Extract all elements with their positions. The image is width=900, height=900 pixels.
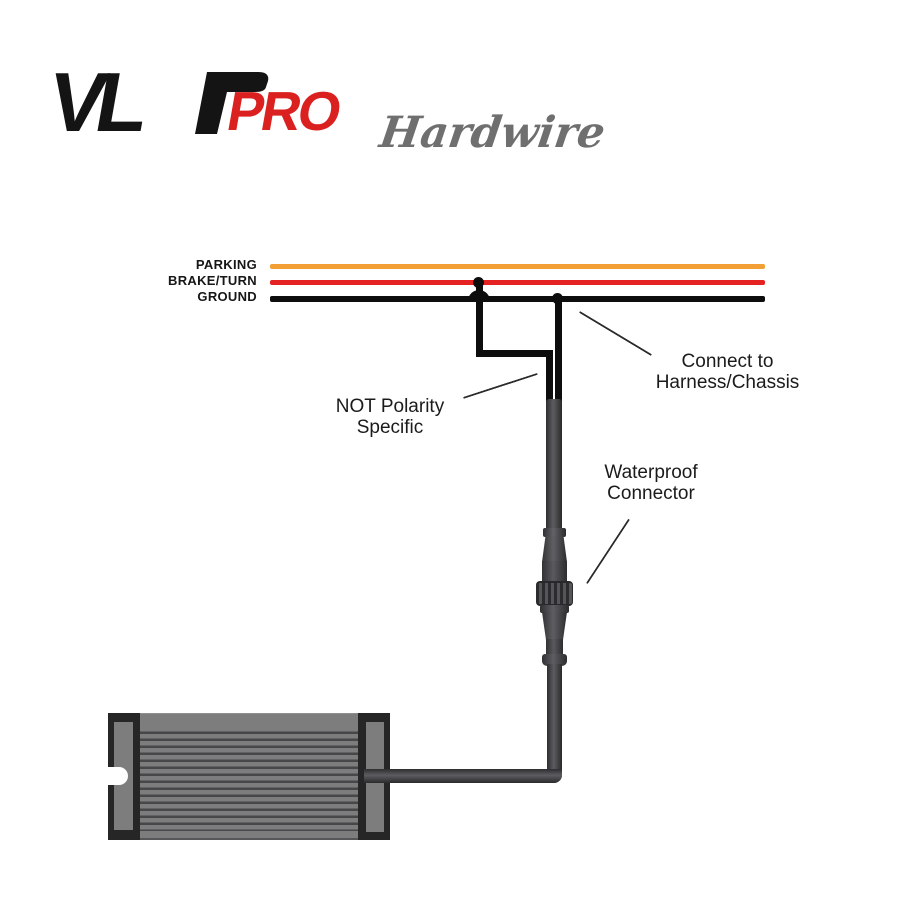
parking-wire-label: PARKING — [195, 257, 257, 272]
connector-collar-bottom — [540, 605, 569, 613]
wire-hop-over-ground — [468, 290, 490, 302]
resistor-lead-wire-horizontal — [364, 769, 562, 783]
harness-leader-line — [578, 311, 653, 356]
polarity-note-line2: Specific — [356, 417, 424, 438]
polarity-leader-line — [463, 372, 538, 399]
parking-wire — [270, 264, 765, 269]
brake-wire-junction-dot — [473, 277, 484, 288]
ground-wire — [270, 296, 765, 302]
connector-lead-wire-vertical — [547, 664, 562, 783]
connector-knurled-nut — [536, 581, 573, 606]
connect-harness-line2: Harness/Chassis — [655, 372, 800, 393]
tap-wire-horizontal-jog — [476, 350, 553, 357]
connector-collar-top — [543, 528, 566, 537]
logo-hook-glyph-icon — [195, 72, 269, 134]
polarity-note-line1: NOT Polarity — [335, 396, 445, 417]
waterproof-leader-line — [586, 518, 630, 585]
logo-brand-text: VL — [41, 55, 148, 149]
ground-wire-junction-dot — [552, 293, 563, 304]
tap-wire-brake-vertical — [476, 283, 483, 353]
waterproof-note-line1: Waterproof — [604, 462, 698, 483]
tap-wire-down-left — [546, 350, 553, 402]
connector-neck — [546, 639, 563, 656]
polarity-note: NOT Polarity Specific — [305, 396, 475, 438]
connector-taper-upper — [542, 536, 567, 562]
connector-upper-sleeve — [546, 399, 562, 530]
connector-taper-lower — [542, 612, 567, 640]
connect-harness-line1: Connect to — [681, 351, 774, 372]
connector-strain-relief — [542, 654, 567, 666]
connect-harness-note: Connect to Harness/Chassis — [630, 351, 825, 393]
logo-tagline: Hardwire — [376, 108, 609, 158]
logo-pro-text: PRO — [222, 80, 344, 142]
tap-wire-ground-vertical — [555, 299, 562, 402]
ground-wire-label: GROUND — [197, 289, 257, 304]
waterproof-note: Waterproof Connector — [576, 462, 726, 504]
resistor-finned-body — [140, 713, 358, 840]
resistor-mount-notch — [104, 767, 128, 785]
waterproof-note-line2: Connector — [607, 483, 695, 504]
brake-turn-wire-label: BRAKE/TURN — [168, 273, 257, 288]
resistor-fins — [140, 727, 358, 831]
brake-turn-wire — [270, 280, 765, 285]
connector-barrel — [542, 561, 567, 582]
